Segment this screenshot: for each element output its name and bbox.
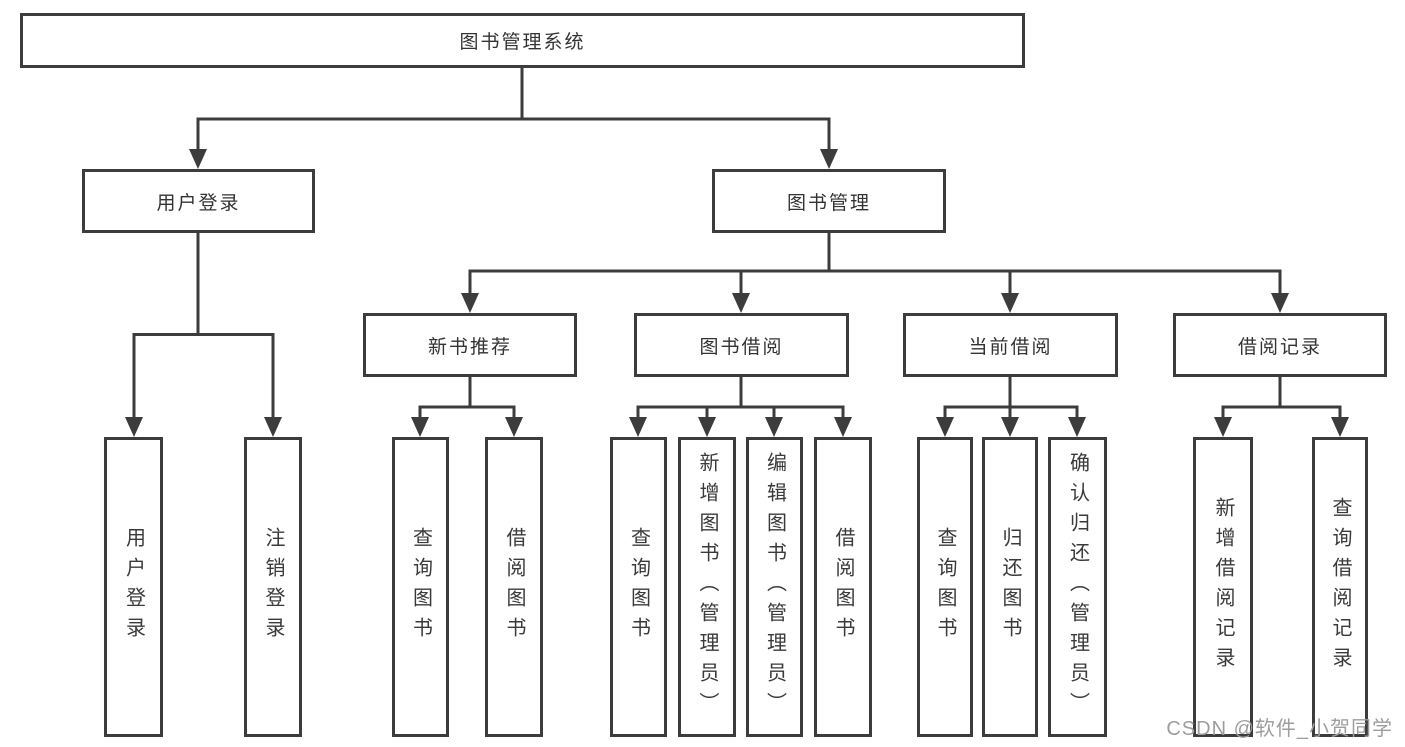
leaf-confirm-return-admin: 确认归还（管理员） [1048, 437, 1107, 737]
node-book-borrowing: 图书借阅 [634, 313, 849, 377]
leaf-edit-books-admin: 编辑图书（管理员） [746, 437, 803, 737]
leaf-borrow-books-recommend-label: 借阅图书 [503, 527, 525, 647]
leaf-logout-label: 注销登录 [262, 527, 284, 647]
leaf-user-login-label: 用户登录 [122, 527, 145, 647]
leaf-query-books-recommend-label: 查询图书 [409, 527, 432, 647]
csdn-watermark: CSDN @软件_小贺同学 [1166, 718, 1393, 740]
leaf-edit-books-admin-label: 编辑图书（管理员） [763, 452, 786, 722]
leaf-borrow-books: 借阅图书 [814, 437, 872, 737]
leaf-query-books-borrowing: 查询图书 [610, 437, 667, 737]
node-root-label: 图书管理系统 [459, 32, 586, 53]
leaf-return-books: 归还图书 [982, 437, 1038, 737]
leaf-query-books-borrowing-label: 查询图书 [627, 527, 650, 647]
leaf-query-borrow-record-label: 查询借阅记录 [1329, 497, 1351, 677]
node-borrowing-records-label: 借阅记录 [1237, 336, 1322, 358]
node-book-management: 图书管理 [712, 169, 946, 233]
node-current-borrowing: 当前借阅 [903, 313, 1118, 377]
leaf-borrow-books-recommend: 借阅图书 [485, 437, 543, 737]
leaf-query-borrow-record: 查询借阅记录 [1312, 437, 1368, 737]
node-user-login-group: 用户登录 [82, 169, 315, 233]
node-root-library-system: 图书管理系统 [20, 13, 1025, 68]
leaf-add-books-admin-label: 新增图书（管理员） [696, 452, 718, 722]
leaf-return-books-label: 归还图书 [999, 527, 1021, 647]
leaf-logout: 注销登录 [244, 437, 302, 737]
leaf-query-books-recommend: 查询图书 [392, 437, 449, 737]
leaf-user-login: 用户登录 [104, 437, 163, 737]
node-new-book-recommend-label: 新书推荐 [427, 336, 512, 358]
node-borrowing-records: 借阅记录 [1173, 313, 1387, 377]
leaf-borrow-books-label: 借阅图书 [832, 527, 854, 647]
leaf-add-borrow-record-label: 新增借阅记录 [1212, 497, 1234, 677]
leaf-query-books-current-label: 查询图书 [934, 527, 956, 647]
node-new-book-recommend: 新书推荐 [363, 313, 577, 377]
leaf-confirm-return-admin-label: 确认归还（管理员） [1066, 452, 1089, 722]
leaf-query-books-current: 查询图书 [917, 437, 973, 737]
node-user-login-group-label: 用户登录 [156, 192, 241, 214]
node-current-borrowing-label: 当前借阅 [968, 336, 1053, 358]
node-book-management-label: 图书管理 [786, 192, 871, 214]
leaf-add-books-admin: 新增图书（管理员） [678, 437, 736, 737]
leaf-add-borrow-record: 新增借阅记录 [1193, 437, 1253, 737]
node-book-borrowing-label: 图书借阅 [699, 336, 784, 358]
